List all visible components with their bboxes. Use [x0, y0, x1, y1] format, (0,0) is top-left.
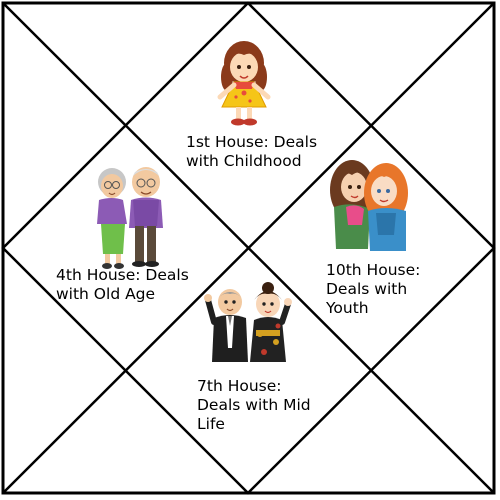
young-women-icon: [330, 160, 408, 251]
house-10-label: 10th House: Deals with Youth: [326, 261, 421, 317]
child-girl-icon: [217, 41, 271, 126]
elderly-couple-icon: [97, 167, 163, 269]
inner-diamond: [1, 1, 496, 495]
diagonal-line: [2, 2, 495, 494]
married-couple-icon: [204, 282, 292, 362]
house-1-label: 1st House: Deals with Childhood: [186, 133, 318, 170]
house-7-label: 7th House: Deals with Mid Life: [197, 377, 311, 433]
house-4-label: 4th House: Deals with Old Age: [56, 266, 189, 303]
